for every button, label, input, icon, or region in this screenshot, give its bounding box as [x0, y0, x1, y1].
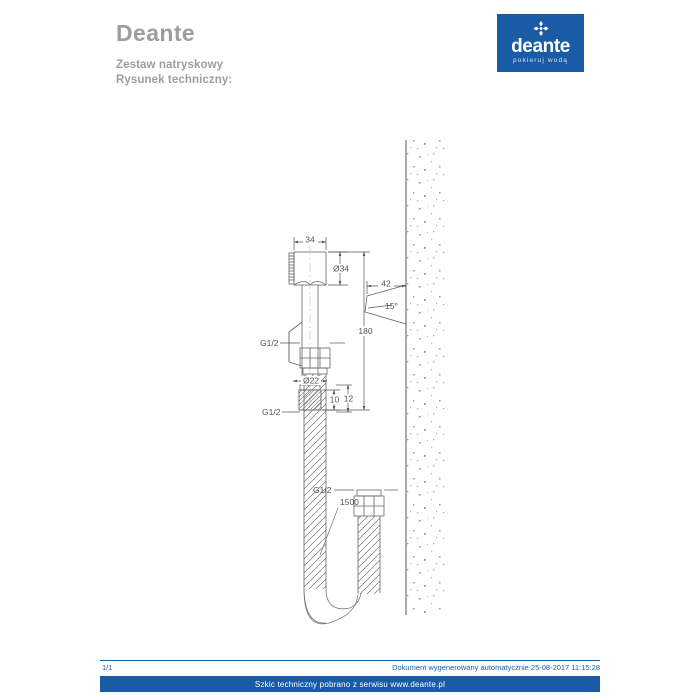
drawing-geometry [288, 140, 445, 625]
technical-drawing-canvas: 34 Ø34 180 Ø22 10 12 G1/2 42 15° G1/2 15… [260, 140, 445, 625]
dim-total-height: 180 [358, 326, 372, 336]
handshower-head [288, 251, 327, 286]
logo-wordmark: deante [511, 36, 570, 57]
dim-collar-height: 12 [344, 394, 354, 404]
deante-diamond-icon [533, 21, 548, 36]
hose-top-connector [299, 347, 331, 375]
dim-hose-bottom-thread: G1/2 [313, 485, 332, 495]
brand-title: Deante [116, 20, 196, 46]
dim-hose-top-thread: G1/2 [260, 338, 279, 348]
dim-head-width: 34 [305, 235, 315, 245]
dimension-labels: 34 Ø34 180 Ø22 10 12 G1/2 42 15° G1/2 15… [260, 235, 398, 508]
dim-hose-length: 1500 [340, 497, 359, 507]
shower-hose [303, 374, 381, 625]
generated-timestamp: Dokument wygenerowany automatycznie 25-0… [392, 663, 600, 672]
wall-bracket [364, 284, 407, 325]
hose-bottom-connector [353, 489, 385, 517]
dim-handle-thread: G1/2 [262, 407, 281, 417]
dim-thread-length: 10 [330, 395, 340, 405]
page-header: Deante Zestaw natryskowy Rysunek technic… [0, 0, 700, 105]
wall-section [405, 140, 445, 615]
footer-divider [100, 660, 600, 661]
dim-shaft-diameter: Ø22 [303, 376, 319, 386]
page-footer: 1/1 Dokument wygenerowany automatycznie … [0, 650, 700, 700]
dim-head-diameter: Ø34 [333, 264, 349, 274]
page-number: 1/1 [102, 663, 113, 672]
technical-drawing: 34 Ø34 180 Ø22 10 12 G1/2 42 15° G1/2 15… [0, 100, 700, 645]
product-name-label: Zestaw natryskowy [116, 59, 224, 71]
deante-logo: deante pokieruj wodą [497, 14, 584, 72]
dim-bracket-width: 42 [381, 279, 391, 289]
source-notice-bar: Szkic techniczny pobrano z serwisu www.d… [100, 676, 600, 692]
drawing-type-label: Rysunek techniczny: [116, 74, 233, 86]
dim-bracket-angle: 15° [385, 301, 398, 311]
logo-tagline: pokieruj wodą [513, 57, 568, 64]
handshower-handle [288, 285, 319, 385]
